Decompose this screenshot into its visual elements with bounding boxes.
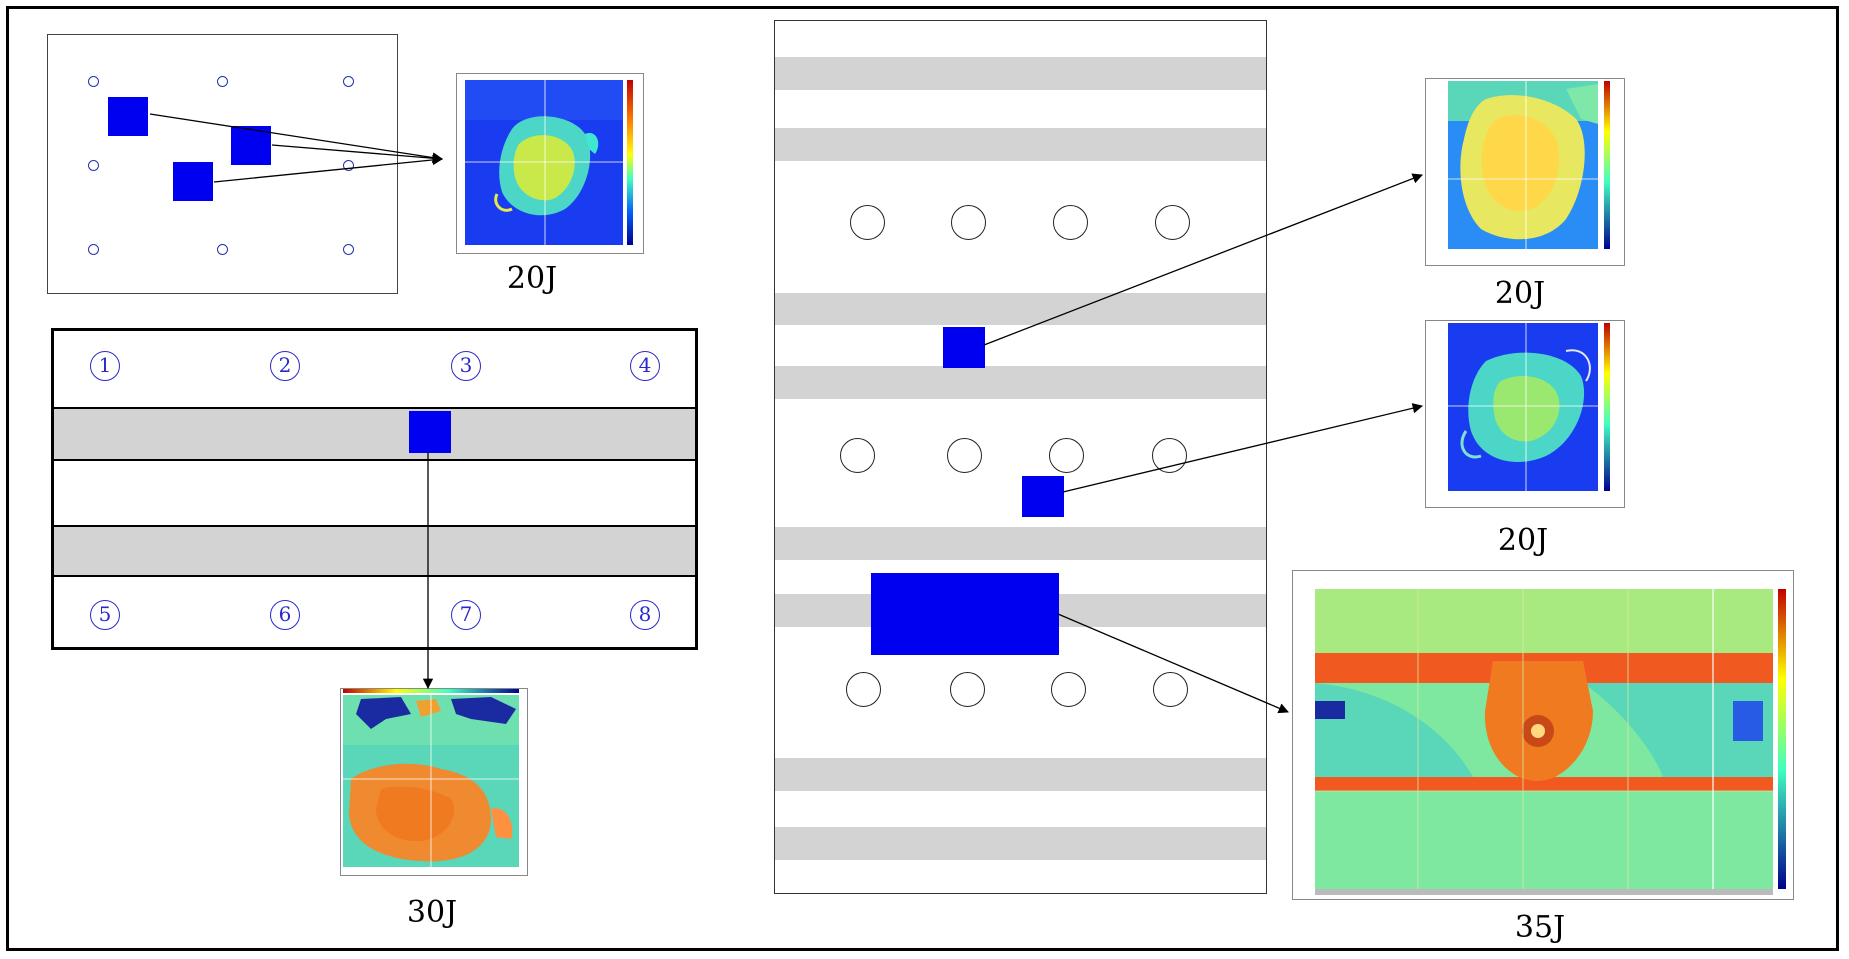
bolt-hole — [951, 205, 986, 240]
impact-energy-label: 35J — [1514, 910, 1566, 945]
cscan-image-20j-right-top — [1425, 78, 1625, 266]
hole-marker — [343, 160, 354, 171]
position-number: 8 — [630, 600, 660, 630]
impact-energy-label: 30J — [406, 895, 458, 930]
impact-region — [173, 162, 213, 201]
strip-specimen-panel: 1 2 3 4 5 6 7 8 — [51, 328, 698, 650]
bolt-hole — [1053, 205, 1088, 240]
cscan-image-20j-right-middle — [1425, 320, 1625, 508]
gray-stripe — [775, 57, 1266, 90]
bolt-hole — [850, 205, 885, 240]
position-number: 7 — [451, 600, 481, 630]
bolt-hole — [1049, 438, 1084, 473]
position-number: 5 — [90, 600, 120, 630]
gray-stripe — [54, 407, 695, 460]
impact-region — [231, 126, 271, 165]
impact-region — [108, 97, 148, 136]
hole-marker — [88, 244, 99, 255]
gray-stripe — [775, 758, 1266, 791]
gray-stripe — [54, 525, 695, 576]
position-number: 2 — [270, 351, 300, 381]
position-number: 6 — [270, 600, 300, 630]
bolt-hole — [1152, 438, 1187, 473]
cscan-image-35j — [1292, 570, 1794, 900]
impact-energy-label: 20J — [1497, 523, 1549, 558]
gray-stripe — [775, 827, 1266, 860]
hole-marker — [217, 76, 228, 87]
hole-marker — [88, 76, 99, 87]
hole-marker — [343, 244, 354, 255]
large-specimen-panel — [774, 20, 1267, 894]
hole-marker — [343, 76, 354, 87]
gray-stripe — [775, 293, 1266, 325]
gray-stripe — [775, 366, 1266, 399]
small-specimen-panel — [47, 34, 398, 294]
bolt-hole — [950, 672, 985, 707]
position-number: 3 — [451, 351, 481, 381]
hole-marker — [88, 160, 99, 171]
gray-stripe — [775, 128, 1266, 161]
bolt-hole — [846, 672, 881, 707]
bolt-hole — [1153, 672, 1188, 707]
impact-region — [1022, 476, 1064, 517]
bolt-hole — [1155, 205, 1190, 240]
hole-marker — [217, 244, 228, 255]
figure-frame — [6, 6, 1839, 951]
bolt-hole — [1051, 672, 1086, 707]
impact-energy-label: 20J — [1494, 276, 1546, 311]
impact-region — [871, 573, 1059, 655]
impact-energy-label: 20J — [506, 261, 558, 296]
cscan-image-20j-small — [456, 73, 644, 254]
bolt-hole — [840, 438, 875, 473]
gray-stripe — [775, 527, 1266, 560]
position-number: 4 — [630, 351, 660, 381]
impact-region — [409, 411, 451, 453]
bolt-hole — [947, 438, 982, 473]
cscan-image-30j — [340, 688, 528, 876]
impact-region — [943, 327, 985, 368]
position-number: 1 — [90, 351, 120, 381]
